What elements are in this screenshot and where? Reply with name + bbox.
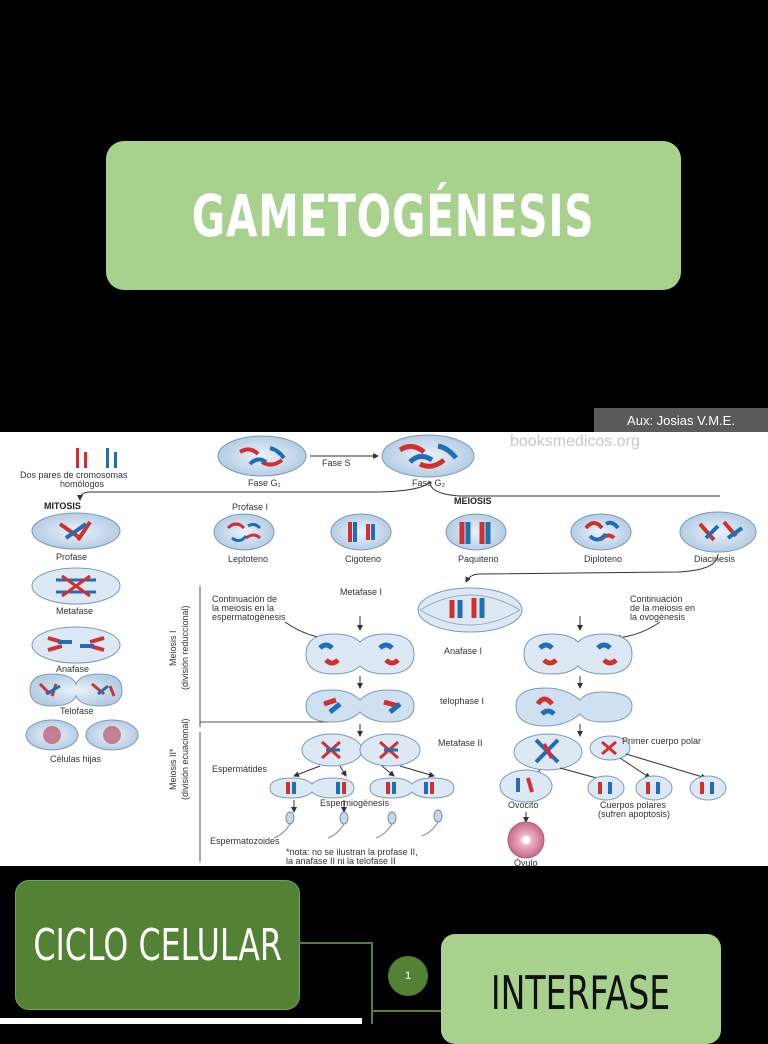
label-celulas-hijas: Células hijas — [50, 754, 102, 764]
mitosis-cells — [25, 512, 139, 751]
label-profase-i: Profase I — [232, 502, 268, 512]
label-mitosis: MITOSIS — [44, 501, 81, 511]
label-pairs: Dos pares de cromosomas — [20, 470, 128, 480]
spermatid-arrows — [293, 753, 707, 782]
label-cont-esp-1: Continuación de — [212, 594, 277, 604]
label-metafase-i: Metafase I — [340, 587, 382, 597]
ciclo-celular-box: CICLO CELULAR — [15, 880, 300, 1010]
label-cuerpos-polares: Cuerpos polares — [600, 800, 667, 810]
prophase-i-cells — [213, 511, 757, 553]
label-cigoteno: Cigoteno — [345, 554, 381, 564]
metaphase-ii-cells — [301, 733, 631, 771]
label-espermiogenesis: Espermiogénesis — [320, 798, 390, 808]
diagram-illustration: booksmedicos.org Dos pares de cromosomas… — [20, 433, 757, 866]
label-cont-esp-3: espermatogénesis — [212, 612, 286, 622]
interfase-title: INTERFASE — [491, 966, 671, 1020]
metaphase-i-cell — [417, 587, 523, 633]
ciclo-celular-title: CICLO CELULAR — [33, 919, 282, 971]
ciclo-celular-slide: CICLO CELULAR 1 INTERFASE — [0, 866, 768, 1044]
anaphase-i-cells — [305, 633, 633, 675]
label-cuerpos-polares2: (sufren apoptosis) — [598, 809, 670, 819]
ovum — [507, 821, 545, 859]
label-telofase: Telofase — [60, 706, 94, 716]
cell-g1 — [217, 435, 307, 477]
oocyte — [499, 769, 553, 803]
title-box: GAMETOGÉNESIS — [106, 141, 681, 290]
label-diploteno: Diploteno — [584, 554, 622, 564]
step-number-badge: 1 — [388, 956, 428, 996]
label-pairs2: homólogos — [60, 479, 105, 489]
connector-line-v — [371, 942, 373, 1024]
label-cont-ovo-3: la ovogénesis — [630, 612, 686, 622]
label-paquiteno: Paquiteno — [458, 554, 499, 564]
sperm-arrows — [291, 800, 347, 813]
label-metafase: Metafase — [56, 606, 93, 616]
polar-bodies — [587, 775, 727, 801]
label-espermatides: Espermátides — [212, 764, 268, 774]
label-cont-ovo-1: Continuación — [630, 594, 683, 604]
label-cont-ovo-2: de la meiosis en — [630, 603, 695, 613]
telophase-i-cells — [305, 687, 633, 727]
label-meiosis-ii-side: Meiosis II* — [168, 748, 178, 790]
slide-title: GAMETOGÉNESIS — [192, 181, 595, 250]
title-slide: GAMETOGÉNESIS Aux: Josias V.M.E. — [0, 0, 768, 432]
label-metafase-ii: Metafase II — [438, 738, 483, 748]
label-ovocito: Ovocito — [508, 800, 539, 810]
gametogenesis-diagram: booksmedicos.org Dos pares de cromosomas… — [0, 432, 768, 866]
chromosome-pairs-icon — [76, 448, 117, 468]
label-profase: Profase — [56, 552, 87, 562]
label-nota2: la anafase II ni la telofase II — [286, 856, 396, 866]
label-fase-s: Fase S — [322, 458, 351, 468]
author-label: Aux: Josias V.M.E. — [594, 408, 768, 432]
spermatids — [269, 777, 455, 799]
spermatozoa — [273, 809, 443, 839]
label-cont-esp-2: la meiosis en la — [212, 603, 274, 613]
label-leptoteno: Leptoteno — [228, 554, 268, 564]
label-ovulo: Óvulo — [514, 858, 538, 866]
label-espermatozoides: Espermatozoides — [210, 836, 280, 846]
label-meiosis: MEIOSIS — [454, 496, 492, 506]
connector-line-h2 — [371, 1010, 441, 1012]
label-diacinesis: Diacinesis — [694, 554, 736, 564]
label-meiosis-ii-side2: (división ecuacional) — [180, 718, 190, 800]
label-anafase: Anafase — [56, 664, 89, 674]
watermark: booksmedicos.org — [510, 433, 640, 450]
label-meiosis-i-side: Meiosis I — [168, 630, 178, 666]
bottom-white-strip — [0, 1018, 362, 1024]
label-nota1: *nota: no se ilustran la profase II, — [286, 847, 418, 857]
label-telophase-i: telophase I — [440, 696, 484, 706]
interfase-box: INTERFASE — [441, 934, 721, 1044]
label-fase-g1: Fase G₁ — [248, 478, 281, 488]
label-anafase-i: Anafase I — [444, 646, 482, 656]
label-primer-cuerpo: Primer cuerpo polar — [622, 736, 701, 746]
cell-g2 — [381, 434, 475, 478]
connector-line-h1 — [298, 942, 372, 944]
label-meiosis-i-side2: (división reduccional) — [180, 605, 190, 690]
